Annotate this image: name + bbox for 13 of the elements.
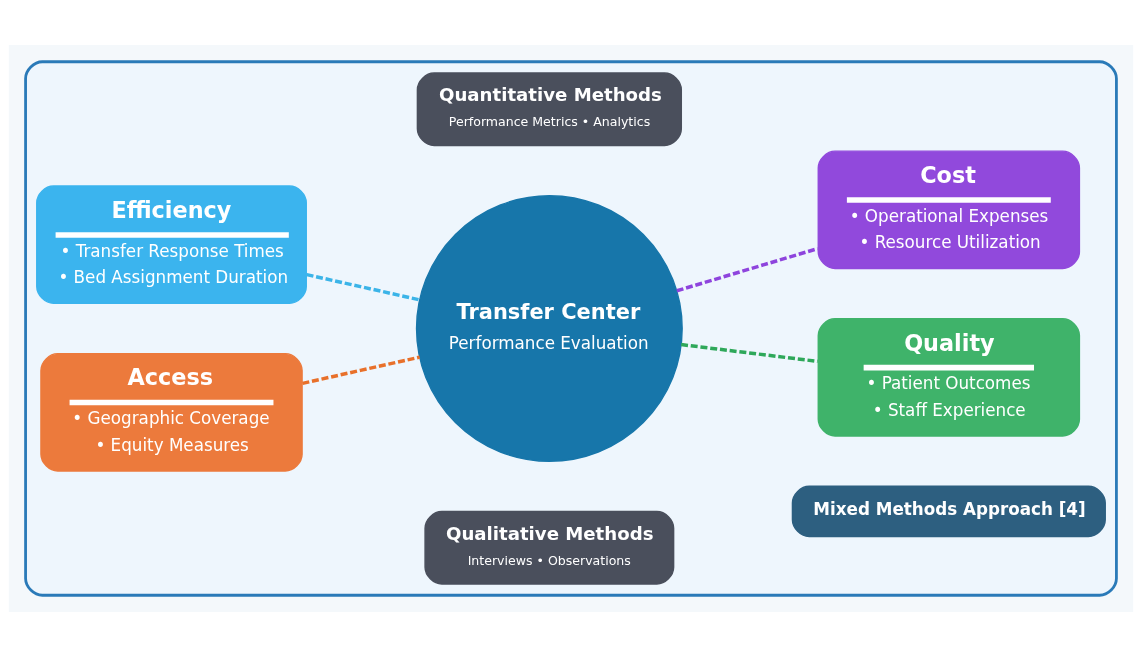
node-box: Quality • Patient Outcomes • Staff Experience bbox=[817, 318, 1081, 437]
node-box: Quantitative Methods Performance Metrics • Analytics bbox=[416, 72, 683, 147]
node-box: Mixed Methods Approach [4] bbox=[791, 485, 1106, 538]
connector bbox=[676, 246, 819, 293]
connector bbox=[306, 272, 420, 302]
node-box: Cost • Operational Expenses • Resource Utilization bbox=[817, 150, 1081, 270]
connector bbox=[302, 355, 420, 386]
node-box: Access • Geographic Coverage • Equity Measures bbox=[40, 352, 303, 472]
connector bbox=[680, 342, 818, 364]
cluster bbox=[24, 60, 1118, 597]
node-box: Qualitative Methods Interviews • Observations bbox=[424, 510, 675, 585]
node-box: Efficiency • Transfer Response Times • Bed Assignment Duration bbox=[36, 185, 307, 305]
node-circle: Transfer Center Performance Evaluation bbox=[415, 195, 683, 462]
